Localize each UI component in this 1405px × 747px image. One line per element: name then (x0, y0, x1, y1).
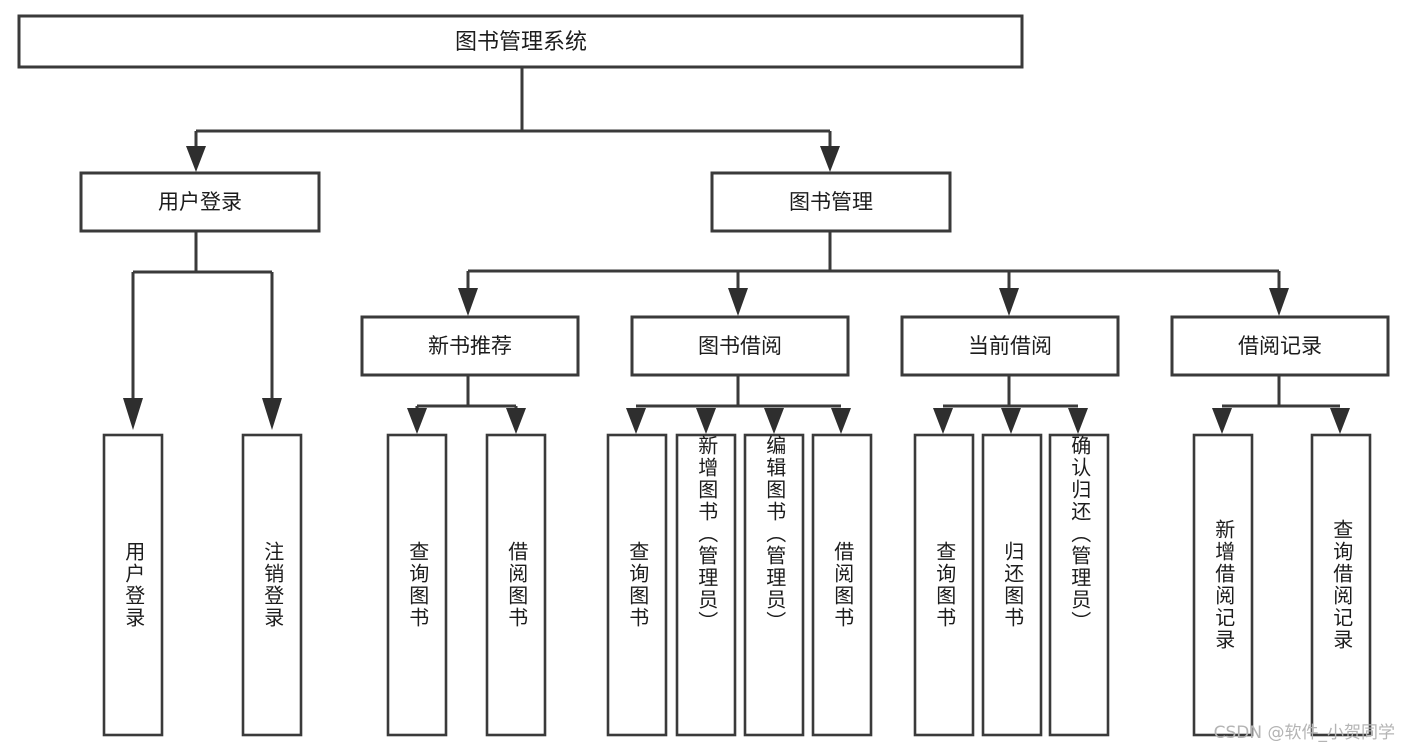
root-node-label: 图书管理系统 (455, 30, 587, 55)
node-book-borrowing-label: 图书借阅 (698, 334, 782, 358)
leaf-logout-box[interactable] (241, 433, 303, 737)
arrowhead-current-borrow (999, 288, 1019, 316)
arrowhead-leaf-logout (262, 398, 282, 430)
arrowhead-borrow-record (1269, 288, 1289, 316)
node-user-login[interactable]: 用户登录 (79, 171, 321, 233)
node-book-management-box (710, 171, 952, 233)
node-book-management-label: 图书管理 (789, 190, 873, 214)
node-new-book-recommendation[interactable]: 新书推荐 (360, 315, 580, 377)
node-borrowing-records[interactable]: 借阅记录 (1170, 315, 1390, 377)
arrowhead-nb-borrow (506, 408, 526, 434)
leaf-query-book-borrowing-box[interactable] (606, 433, 668, 737)
arrowhead-bb-borrow (831, 408, 851, 434)
node-new-book-box (360, 315, 580, 377)
connector-group-current-borrow-children (933, 375, 1088, 434)
connector-group-user-login-children (123, 231, 282, 430)
arrowhead-cb-confirm (1068, 408, 1088, 434)
node-book-borrowing[interactable]: 图书借阅 (630, 315, 850, 377)
arrowhead-book-borrow (728, 288, 748, 316)
leaf-box-group (102, 433, 1372, 737)
connector-group-root-to-level2 (186, 67, 840, 172)
arrowhead-cb-query (933, 408, 953, 434)
arrowhead-nb-query (407, 408, 427, 434)
leaf-user-login-box[interactable] (102, 433, 164, 737)
arrowhead-book-mgmt (820, 146, 840, 172)
leaf-confirm-return-admin-box[interactable] (1048, 433, 1110, 737)
arrowhead-new-book (458, 288, 478, 316)
arrowhead-br-add (1212, 408, 1232, 434)
node-borrowing-records-box (1170, 315, 1390, 377)
arrowhead-br-query (1330, 408, 1350, 434)
node-user-login-box (79, 171, 321, 233)
node-current-borrowing[interactable]: 当前借阅 (900, 315, 1120, 377)
root-node-box (17, 14, 1024, 69)
arrowhead-bb-edit (764, 408, 784, 434)
leaf-add-book-admin-box[interactable] (675, 433, 737, 737)
arrowhead-bb-add (696, 408, 716, 434)
leaf-query-borrow-record-box[interactable] (1310, 433, 1372, 737)
node-book-borrowing-box (630, 315, 850, 377)
root-node-library-management-system[interactable]: 图书管理系统 (17, 14, 1024, 69)
connector-group-book-mgmt-children (458, 231, 1289, 316)
leaf-return-book-box[interactable] (981, 433, 1043, 737)
leaf-query-book-recommend-box[interactable] (386, 433, 448, 737)
leaf-borrow-book-box[interactable] (811, 433, 873, 737)
arrowhead-cb-return (1001, 408, 1021, 434)
connector-group-book-borrow-children (626, 375, 851, 434)
node-borrowing-records-label: 借阅记录 (1238, 334, 1322, 358)
leaf-query-book-current-box[interactable] (913, 433, 975, 737)
connector-group-borrow-record-children (1212, 375, 1350, 434)
leaf-edit-book-admin-box[interactable] (743, 433, 805, 737)
arrowhead-user-login (186, 146, 206, 172)
connector-group-new-book-children (407, 375, 526, 434)
leaf-add-borrow-record-box[interactable] (1192, 433, 1254, 737)
node-new-book-label: 新书推荐 (428, 334, 512, 358)
node-current-borrowing-box (900, 315, 1120, 377)
arrowhead-leaf-user-login (123, 398, 143, 430)
node-user-login-label: 用户登录 (158, 190, 242, 214)
leaf-borrow-book-recommend-box[interactable] (485, 433, 547, 737)
arrowhead-bb-query (626, 408, 646, 434)
node-current-borrowing-label: 当前借阅 (968, 334, 1052, 358)
node-book-management[interactable]: 图书管理 (710, 171, 952, 233)
